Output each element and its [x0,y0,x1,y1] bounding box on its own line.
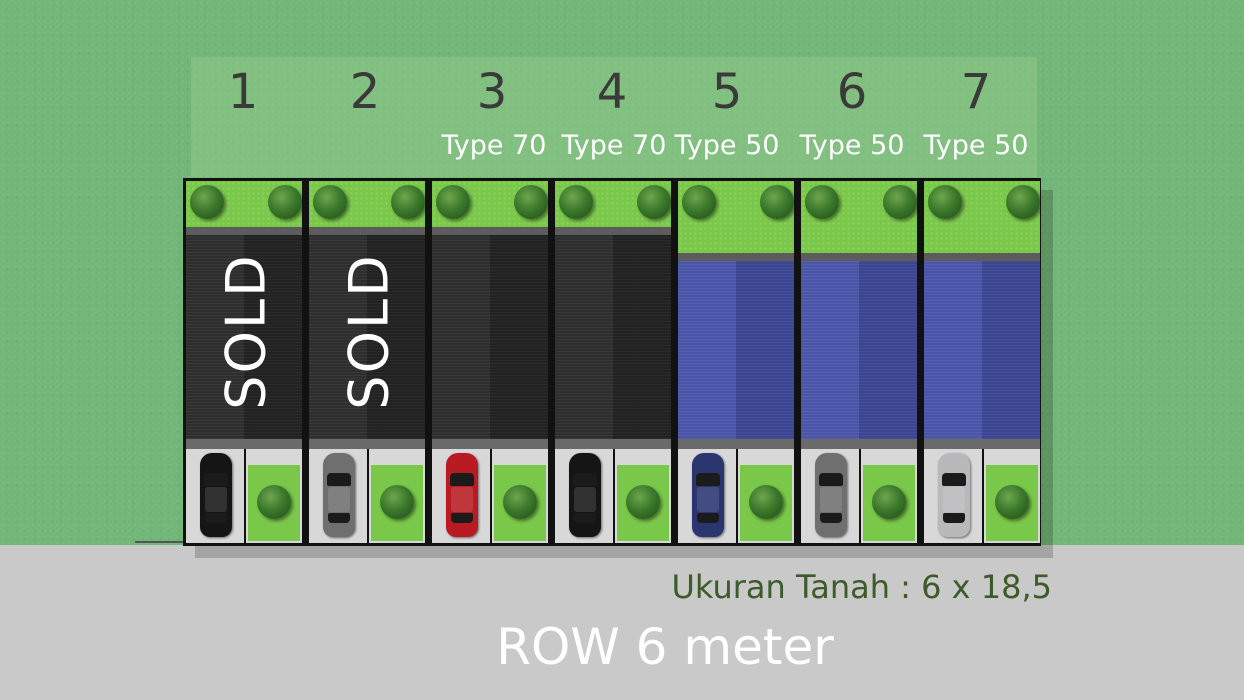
back-garden [801,181,917,253]
lot-header-band [191,57,1037,177]
tree-icon [313,185,347,219]
lot-type-4: Type 70 [561,130,667,161]
lot-number-4: 4 [596,64,628,120]
car-icon [815,453,847,537]
car-icon [323,453,355,537]
roof-edge [555,227,671,235]
back-garden [309,181,425,227]
back-garden [555,181,671,227]
roof-edge [924,253,1040,261]
roof-edge [678,253,794,261]
tree-icon [380,485,414,519]
tree-icon [682,185,716,219]
front-garden [861,449,917,543]
house-roof [432,235,548,439]
tree-icon [872,485,906,519]
roof-edge [186,227,302,235]
tree-icon [883,185,917,219]
porch-edge [309,439,425,449]
tree-icon [1006,185,1040,219]
tree-icon [995,485,1029,519]
porch-edge [924,439,1040,449]
sold-label: SOLD [319,251,419,411]
porch-edge [186,439,302,449]
tree-icon [928,185,962,219]
front-garden [492,449,548,543]
lot-number-1: 1 [227,64,259,120]
lot-plan-5[interactable] [678,181,794,543]
lot-number-2: 2 [349,64,381,120]
house-roof [924,261,1040,439]
car-icon [569,453,601,537]
car-icon [938,453,970,537]
roof-edge [309,227,425,235]
carport [924,449,982,543]
car-icon [200,453,232,537]
lot-plan-4[interactable] [555,181,671,543]
porch-edge [555,439,671,449]
tree-icon [805,185,839,219]
lot-type-3: Type 70 [441,130,547,161]
carport [555,449,613,543]
lot-number-5: 5 [711,64,743,120]
tree-icon [559,185,593,219]
carport [186,449,244,543]
house-roof [801,261,917,439]
lot-plan-2[interactable]: SOLD [309,181,425,543]
roof-edge [801,253,917,261]
tree-icon [626,485,660,519]
house-roof [186,235,302,439]
house-roof [309,235,425,439]
porch-edge [678,439,794,449]
front-garden [738,449,794,543]
house-roof [555,235,671,439]
tree-icon [637,185,671,219]
front-garden [246,449,302,543]
sold-text: SOLD [337,252,401,410]
curb-line [135,541,185,543]
lot-plan-1[interactable]: SOLD [186,181,302,543]
porch-edge [801,439,917,449]
lot-plan-6[interactable] [801,181,917,543]
front-garden [369,449,425,543]
front-garden [615,449,671,543]
lot-number-7: 7 [960,64,992,120]
lot-type-7: Type 50 [923,130,1029,161]
back-garden [432,181,548,227]
porch-edge [432,439,548,449]
tree-icon [391,185,425,219]
carport [432,449,490,543]
lot-plan-3[interactable] [432,181,548,543]
tree-icon [514,185,548,219]
lot-type-5: Type 50 [674,130,780,161]
sold-label: SOLD [196,251,296,411]
lot-number-3: 3 [476,64,508,120]
sold-text: SOLD [214,252,278,410]
lot-number-6: 6 [836,64,868,120]
front-garden [984,449,1040,543]
tree-icon [190,185,224,219]
lot-plan-7[interactable] [924,181,1040,543]
carport [801,449,859,543]
house-roof [678,261,794,439]
car-icon [692,453,724,537]
tree-icon [257,485,291,519]
tree-icon [749,485,783,519]
back-garden [678,181,794,253]
tree-icon [268,185,302,219]
back-garden [924,181,1040,253]
roof-edge [432,227,548,235]
tree-icon [436,185,470,219]
car-icon [446,453,478,537]
road [0,545,1244,700]
back-garden [186,181,302,227]
land-size-label: Ukuran Tanah : 6 x 18,5 [671,568,1052,606]
carport [309,449,367,543]
tree-icon [503,485,537,519]
tree-icon [760,185,794,219]
row-width-label: ROW 6 meter [496,618,834,676]
carport [678,449,736,543]
lot-type-6: Type 50 [799,130,905,161]
